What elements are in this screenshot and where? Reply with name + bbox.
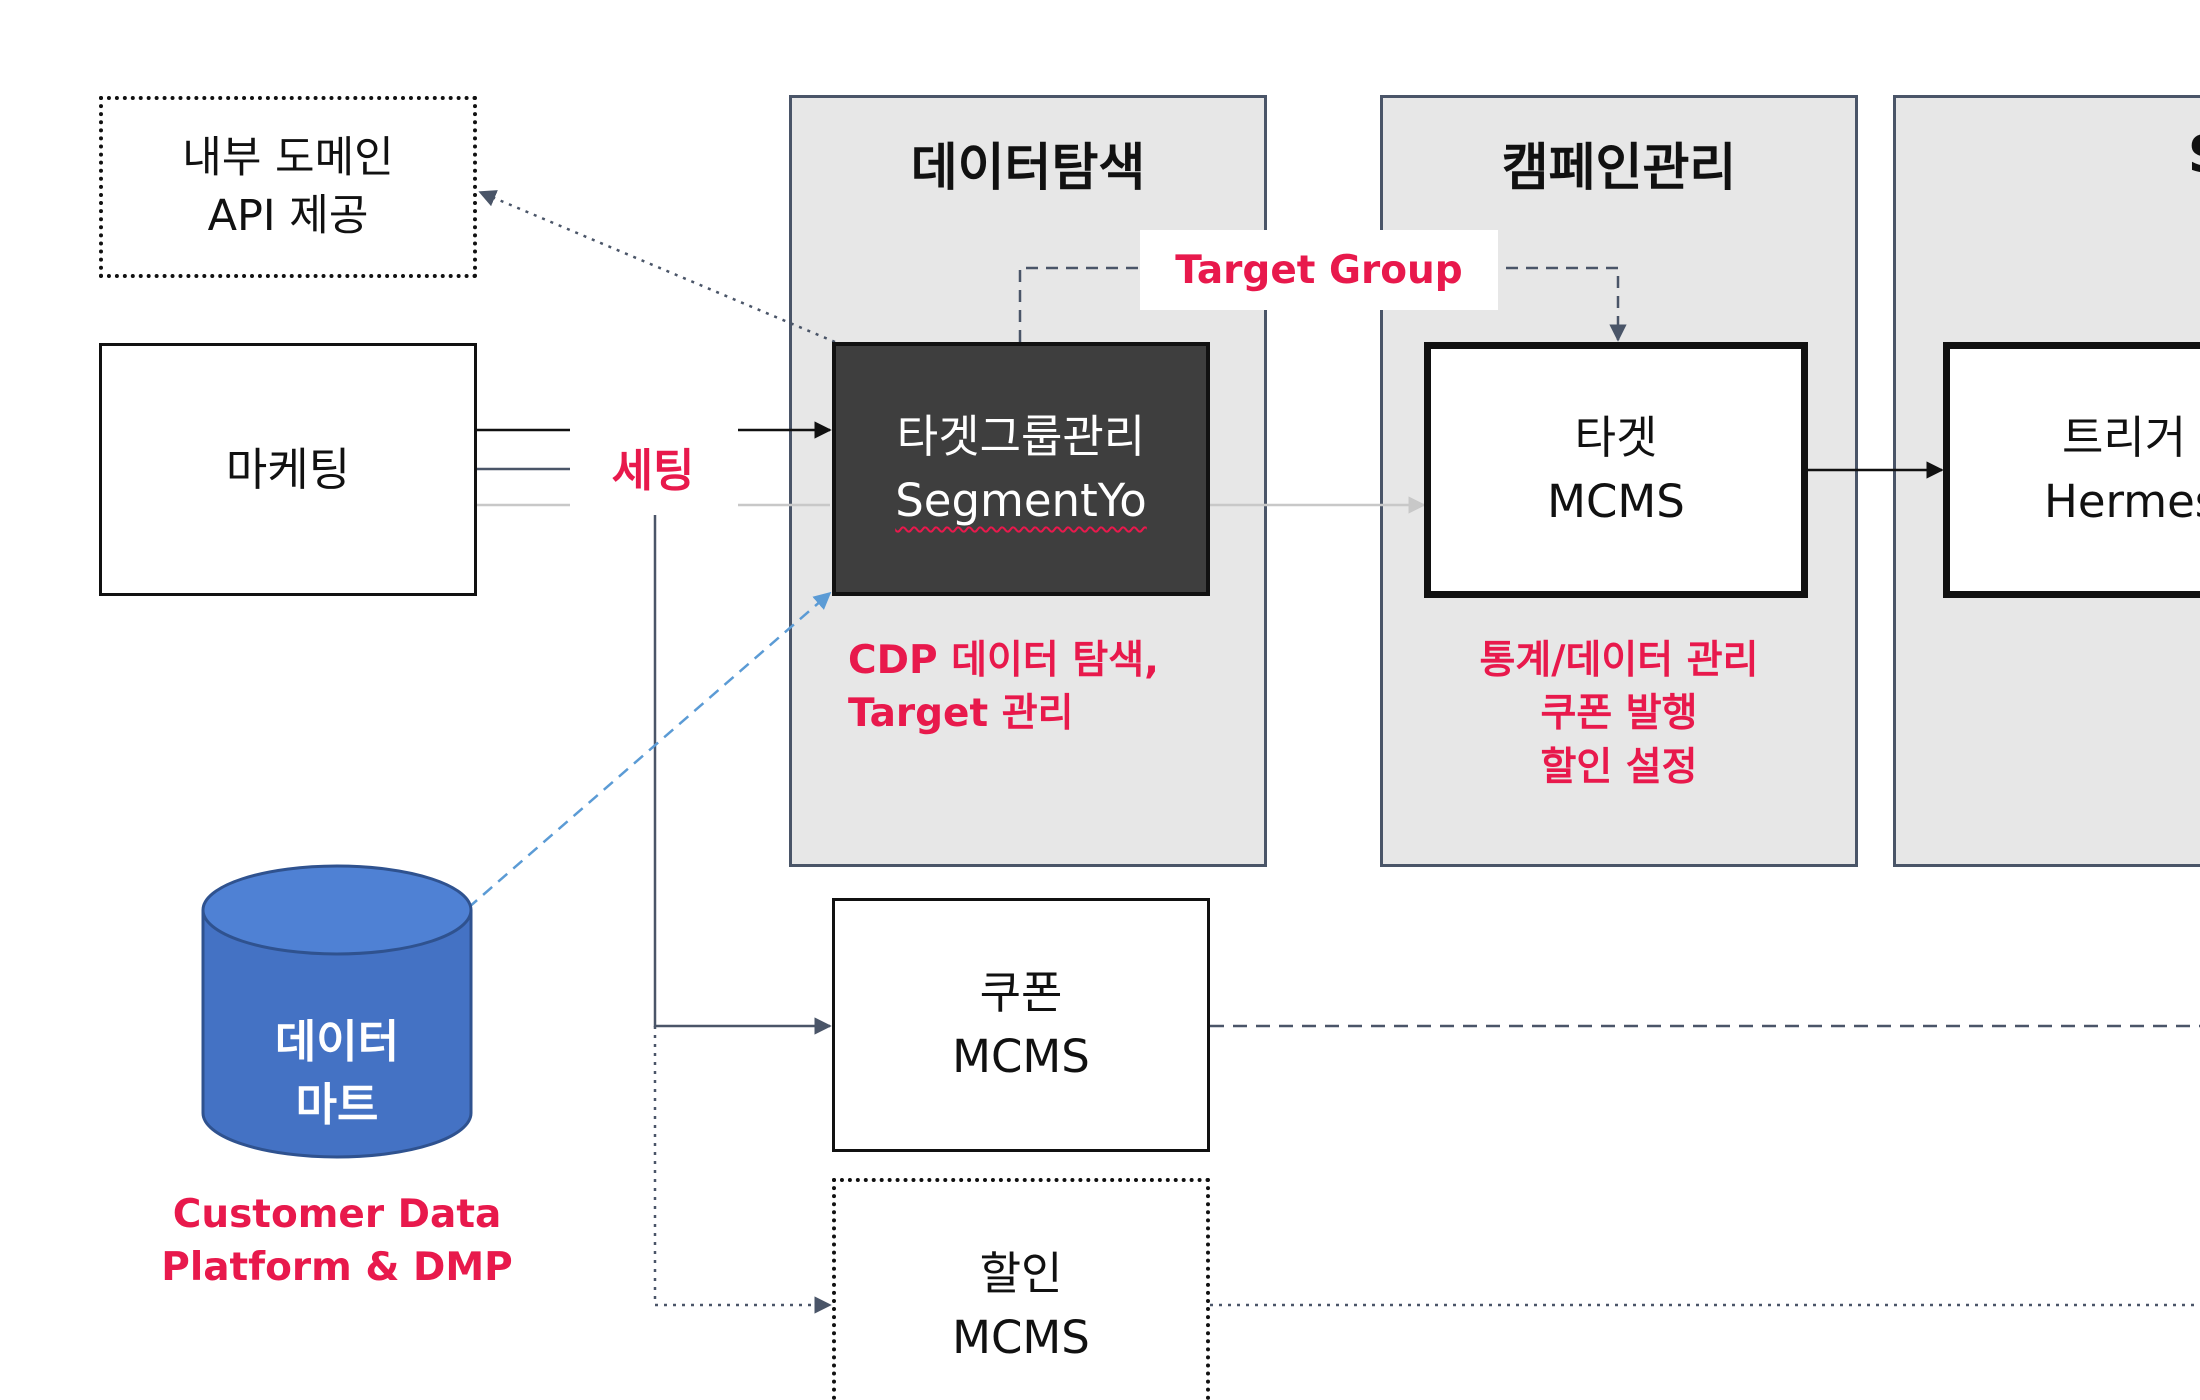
target-mcms-box: 타겟 MCMS <box>1424 342 1808 598</box>
panel-title-data-explore: 데이터탐색 <box>910 139 1146 198</box>
database-caption-line1: Customer Data <box>172 1192 502 1237</box>
internal-domain-line2: API 제공 <box>207 191 369 241</box>
target-mcms-line2: MCMS <box>1547 475 1685 528</box>
discount-mcms-line1: 할인 <box>979 1247 1063 1300</box>
trigger-line2: Hermes <box>2044 475 2200 528</box>
coupon-mcms-line1: 쿠폰 <box>979 966 1063 1020</box>
database-label: 데이터 마트 <box>203 1010 471 1136</box>
data-explore-note: CDP 데이터 탐색, Target 관리 <box>848 634 1258 741</box>
target-group-connector <box>1018 266 1627 342</box>
panel-title-campaign: 캠페인관리 <box>1501 139 1737 198</box>
setting-to-discount-dotted <box>653 1026 832 1314</box>
database-to-segment-dashed <box>467 591 832 909</box>
panel-title-third: S <box>1896 126 2200 185</box>
database-line1: 데이터 <box>274 1015 400 1068</box>
setting-to-coupon-arrow <box>653 515 832 1035</box>
segment-line2: SegmentYo <box>895 474 1147 527</box>
database-line2: 마트 <box>295 1078 379 1131</box>
campaign-note-line2: 쿠폰 발행 <box>1540 691 1698 737</box>
database-cylinder-icon <box>201 864 473 1159</box>
campaign-note-line1: 통계/데이터 관리 <box>1479 638 1759 683</box>
discount-mcms-line2: MCMS <box>952 1310 1090 1364</box>
internal-domain-line1: 내부 도메인 <box>182 132 394 183</box>
setting-label: 세팅 <box>611 444 695 497</box>
target-group-label: Target Group <box>1140 230 1498 310</box>
trigger-line1: 트리거 <box>2062 411 2187 465</box>
segment-box: 타겟그룹관리 SegmentYo <box>832 342 1210 596</box>
campaign-note-line3: 할인 설정 <box>1540 744 1698 790</box>
segment-line1: 타겟그룹관리 <box>896 410 1146 464</box>
coupon-mcms-box: 쿠폰 MCMS <box>832 898 1210 1152</box>
segment-to-internal-dotted <box>478 190 836 344</box>
internal-domain-api-box: 내부 도메인 API 제공 <box>99 96 477 278</box>
marketing-label: 마케팅 <box>225 442 351 496</box>
data-explore-note-line2: Target 관리 <box>848 691 1074 737</box>
target-mcms-line1: 타겟 <box>1574 411 1658 465</box>
campaign-note: 통계/데이터 관리 쿠폰 발행 할인 설정 <box>1380 634 1858 794</box>
database-caption-line2: Platform & DMP <box>161 1245 513 1291</box>
trigger-hermes-box: 트리거 Hermes <box>1943 342 2200 598</box>
marketing-box: 마케팅 <box>99 343 477 596</box>
coupon-mcms-line2: MCMS <box>952 1030 1090 1083</box>
discount-mcms-box: 할인 MCMS <box>832 1178 1210 1400</box>
database-caption: Customer Data Platform & DMP <box>150 1188 524 1295</box>
data-explore-note-line1: CDP 데이터 탐색, <box>848 638 1159 683</box>
